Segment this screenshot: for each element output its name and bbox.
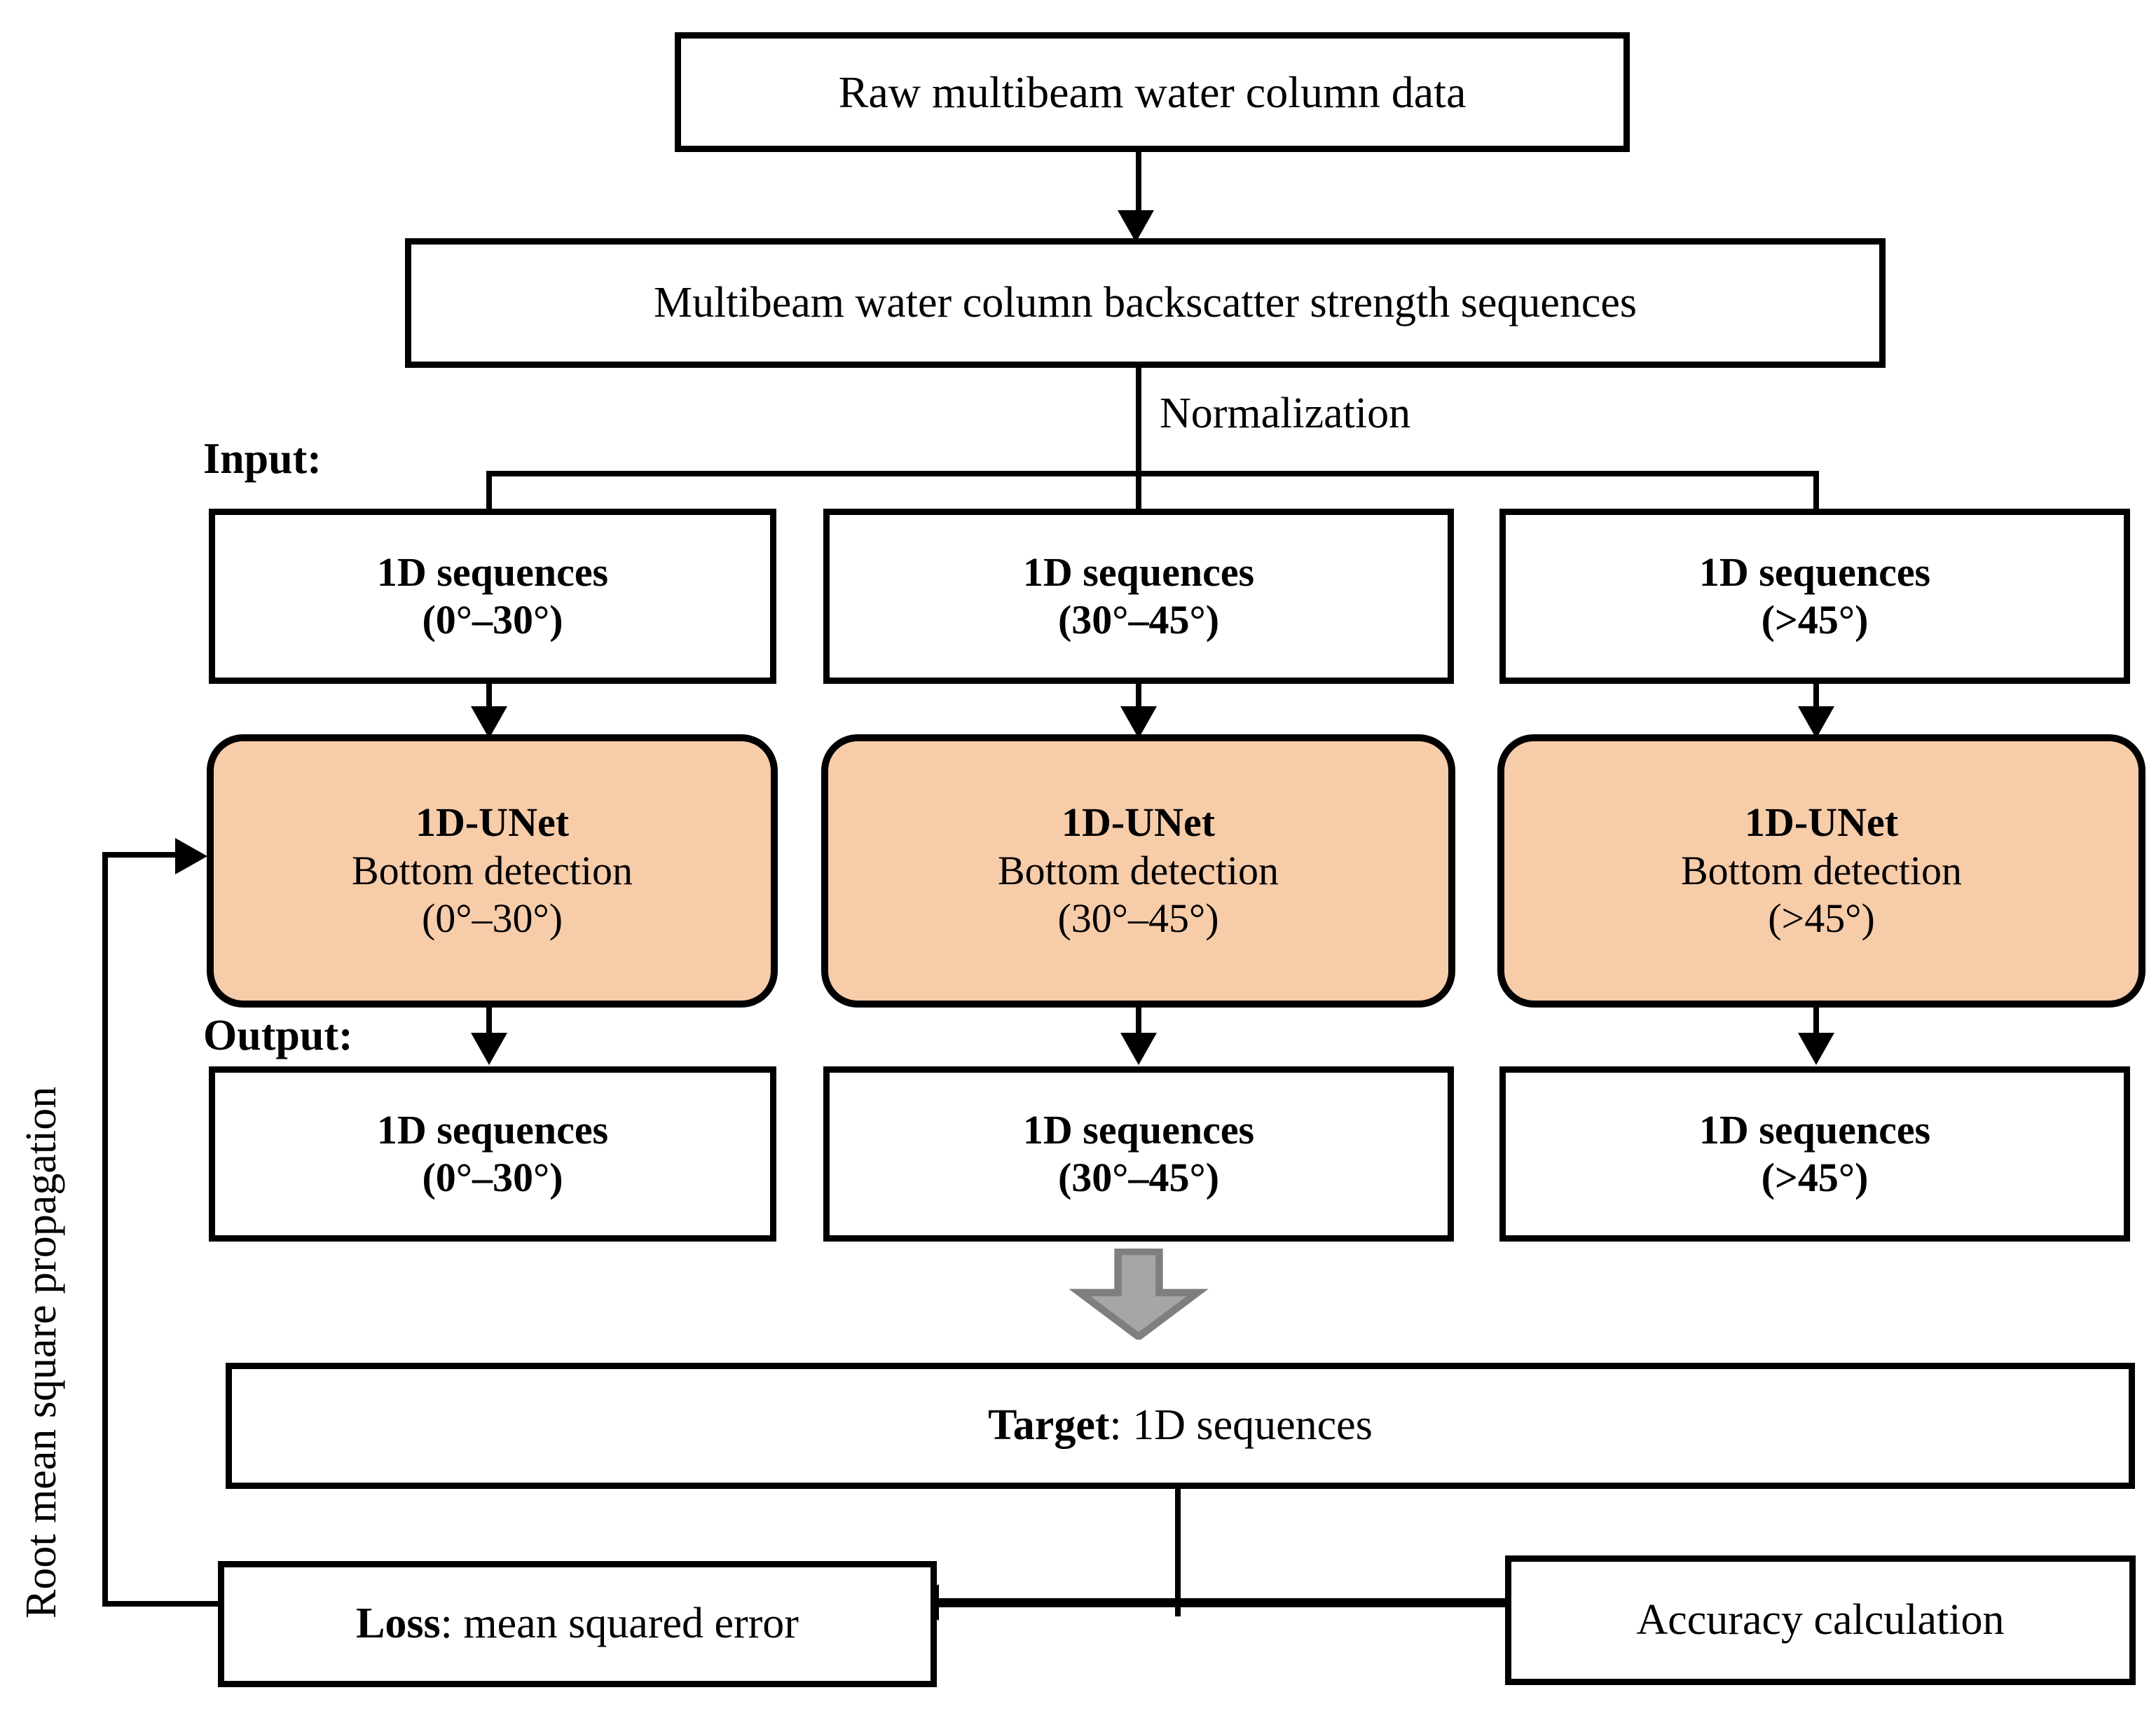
arrowhead-output-left (471, 1033, 507, 1065)
node-input-gt45[interactable]: 1D sequences (>45°) (1499, 509, 2130, 684)
node-unet-30-45-line2: Bottom detection (997, 847, 1279, 893)
connector-input-to-unet-middle (1136, 684, 1141, 713)
connector-feedback-vertical (102, 852, 108, 1604)
connector-input-to-unet-right (1813, 684, 1819, 713)
node-loss-rest: : mean squared error (440, 1600, 799, 1648)
node-input-30-45-line1: 1D sequences (1022, 549, 1255, 595)
connector-feedback-top (102, 852, 179, 858)
arrowhead-output-middle (1120, 1033, 1157, 1065)
node-input-0-30[interactable]: 1D sequences (0°–30°) (209, 509, 776, 684)
arrowhead-feedback-to-unet (175, 838, 207, 874)
arrowhead-unet-right (1798, 706, 1834, 738)
label-output: Output: (203, 1012, 353, 1059)
node-unet-30-45-line1: 1D-UNet (1061, 799, 1216, 846)
node-output-30-45-line1: 1D sequences (1022, 1106, 1255, 1153)
node-unet-30-45-line3: (30°–45°) (1057, 895, 1219, 942)
connector-unet-to-output-middle (1136, 1008, 1141, 1040)
connector-feedback-bottom (102, 1601, 221, 1607)
node-raw-data-label: Raw multibeam water column data (838, 67, 1467, 117)
node-input-gt45-line1: 1D sequences (1698, 549, 1931, 595)
node-input-gt45-line2: (>45°) (1761, 597, 1869, 643)
node-output-gt45-line2: (>45°) (1761, 1155, 1869, 1200)
node-target-label: Target: 1D sequences (988, 1400, 1373, 1451)
arrowhead-output-right (1798, 1033, 1834, 1065)
node-output-30-45-line2: (30°–45°) (1057, 1155, 1220, 1200)
node-unet-gt45-line3: (>45°) (1768, 895, 1875, 942)
arrowhead-raw-to-sequences (1118, 210, 1154, 242)
node-target[interactable]: Target: 1D sequences (226, 1363, 2135, 1489)
node-input-0-30-line2: (0°–30°) (422, 597, 563, 643)
connector-normalization-left (486, 471, 492, 523)
node-output-30-45[interactable]: 1D sequences (30°–45°) (823, 1066, 1454, 1242)
node-backscatter-sequences[interactable]: Multibeam water column backscatter stren… (405, 238, 1886, 368)
node-unet-0-30-line2: Bottom detection (351, 847, 633, 893)
label-normalization: Normalization (1160, 390, 1411, 437)
node-loss[interactable]: Loss: mean squared error (218, 1561, 937, 1687)
connector-normalization-right (1813, 471, 1819, 523)
node-unet-gt45-line2: Bottom detection (1680, 847, 1963, 893)
node-unet-30-45[interactable]: 1D-UNet Bottom detection (30°–45°) (821, 734, 1455, 1008)
block-arrow-down-icon (1065, 1249, 1212, 1340)
connector-normalization-middle (1136, 471, 1141, 523)
node-unet-0-30-line3: (0°–30°) (421, 895, 563, 942)
connector-normalization-bus (486, 471, 1819, 476)
node-target-rest: : 1D sequences (1109, 1401, 1373, 1450)
node-accuracy[interactable]: Accuracy calculation (1505, 1555, 2136, 1685)
node-unet-0-30[interactable]: 1D-UNet Bottom detection (0°–30°) (207, 734, 778, 1008)
node-backscatter-sequences-label: Multibeam water column backscatter stren… (653, 278, 1637, 327)
node-unet-0-30-line1: 1D-UNet (415, 799, 570, 846)
node-output-0-30[interactable]: 1D sequences (0°–30°) (209, 1066, 776, 1242)
label-feedback-rmsprop: Root mean square propagation (18, 1086, 65, 1619)
connector-normalization-stem (1136, 368, 1141, 476)
node-input-0-30-line1: 1D sequences (376, 549, 609, 595)
node-output-gt45[interactable]: 1D sequences (>45°) (1499, 1066, 2130, 1242)
node-input-30-45-line2: (30°–45°) (1057, 597, 1220, 643)
node-target-strong: Target (988, 1401, 1110, 1450)
arrowhead-unet-left (471, 706, 507, 738)
node-output-gt45-line1: 1D sequences (1698, 1106, 1931, 1153)
connector-input-to-unet-left (486, 684, 492, 713)
node-loss-label: Loss: mean squared error (356, 1598, 799, 1649)
node-accuracy-label: Accuracy calculation (1636, 1595, 2005, 1644)
connector-unet-to-output-right (1813, 1008, 1819, 1040)
connector-unet-to-output-left (486, 1008, 492, 1040)
connector-target-stem (1175, 1489, 1181, 1616)
label-input: Input: (203, 435, 322, 483)
node-unet-gt45-line1: 1D-UNet (1744, 799, 1899, 846)
connector-loss-accuracy (938, 1598, 1539, 1607)
node-raw-data[interactable]: Raw multibeam water column data (675, 32, 1630, 152)
node-loss-strong: Loss (356, 1600, 441, 1648)
node-unet-gt45[interactable]: 1D-UNet Bottom detection (>45°) (1497, 734, 2145, 1008)
node-input-30-45[interactable]: 1D sequences (30°–45°) (823, 509, 1454, 684)
arrowhead-unet-middle (1120, 706, 1157, 738)
connector-raw-to-sequences (1136, 152, 1141, 219)
node-output-0-30-line2: (0°–30°) (422, 1155, 563, 1200)
node-output-0-30-line1: 1D sequences (376, 1106, 609, 1153)
